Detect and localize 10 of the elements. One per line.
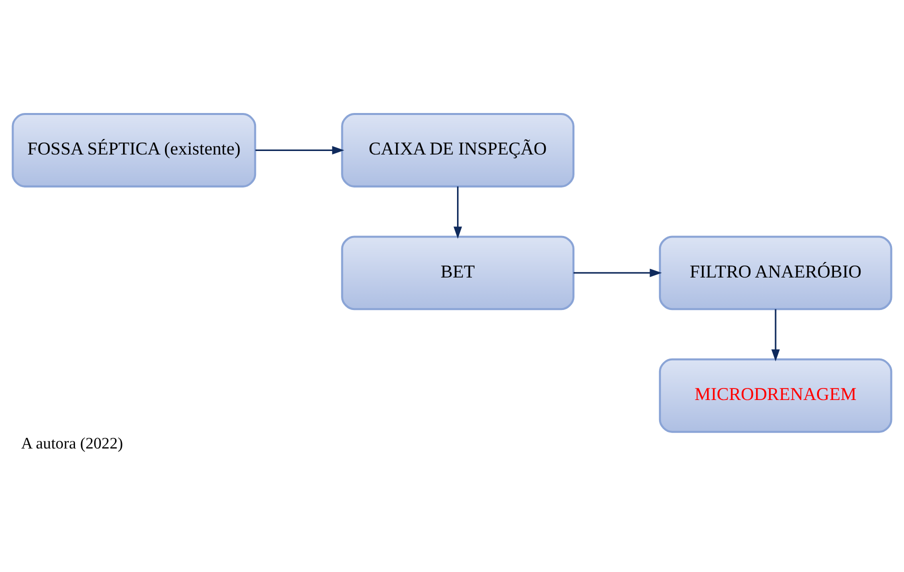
arrow bbox=[574, 268, 662, 278]
node-box: FILTRO ANAERÓBIO bbox=[658, 236, 892, 310]
node-box: CAIXA DE INSPEÇÃO bbox=[341, 113, 574, 188]
node-box: MICRODRENAGEM bbox=[658, 358, 892, 433]
caption: A autora (2022) bbox=[21, 436, 123, 453]
node-box: BET bbox=[341, 236, 574, 310]
arrow bbox=[454, 186, 462, 239]
arrow bbox=[255, 146, 344, 154]
arrow bbox=[771, 309, 780, 362]
node-box: FOSSA SÉPTICA (existente) bbox=[12, 113, 256, 188]
